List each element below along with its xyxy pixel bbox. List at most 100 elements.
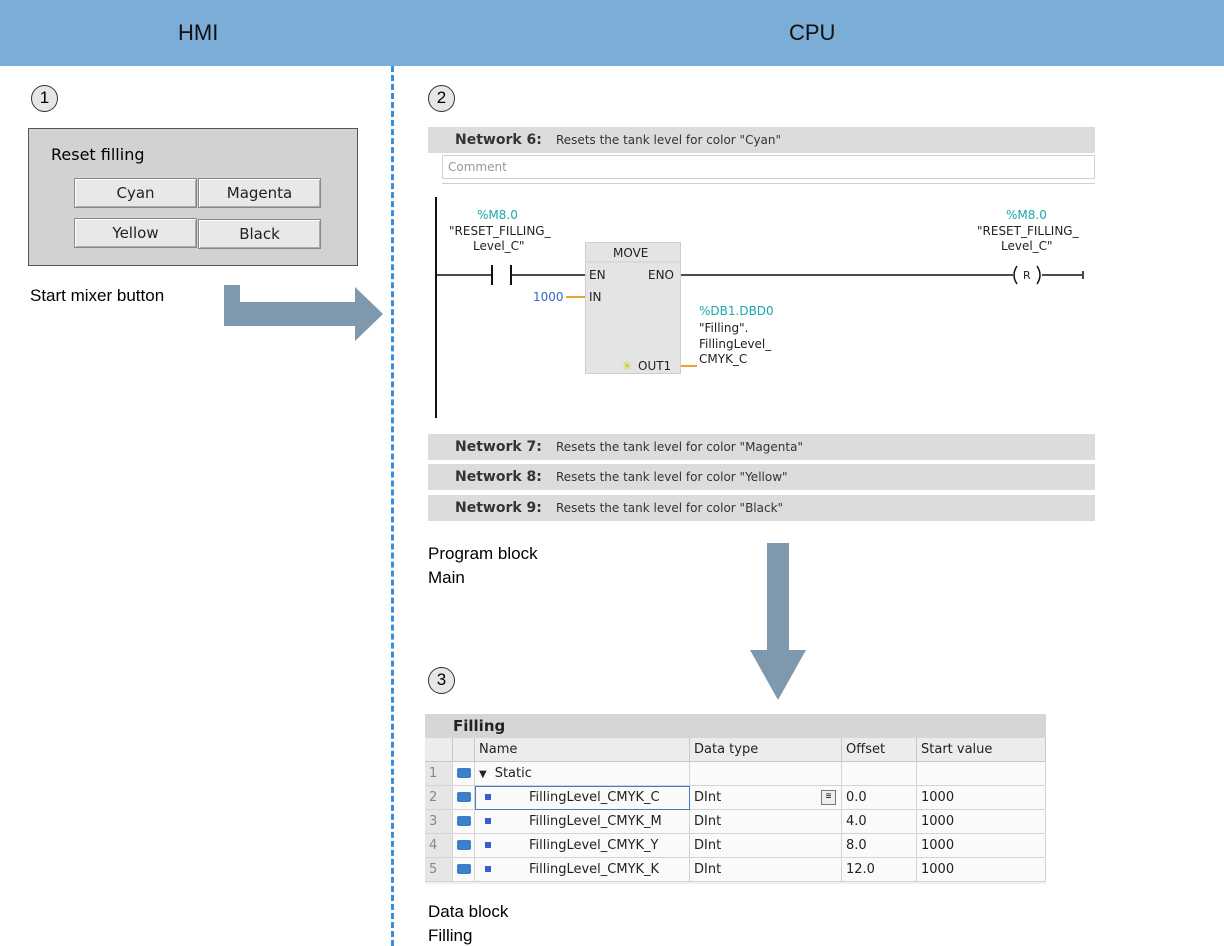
right-arrow-icon	[224, 285, 383, 341]
cyan-button[interactable]: Cyan	[74, 178, 197, 208]
out-operand-line2: FillingLevel_	[699, 337, 772, 351]
row-number-header	[425, 738, 453, 762]
section-divider	[391, 66, 394, 946]
column-header-start-value[interactable]: Start value	[917, 738, 1046, 762]
variable-name: FillingLevel_CMYK_M	[529, 814, 662, 829]
move-in-pin: IN	[589, 290, 602, 304]
start-value-cell[interactable]: 1000	[917, 858, 1046, 882]
type-picker-icon[interactable]: ≡	[821, 790, 836, 805]
coil-left-arc	[1013, 265, 1018, 285]
db-variable-icon	[457, 792, 471, 802]
offset-cell	[842, 762, 917, 786]
start-value-cell[interactable]: 1000	[917, 810, 1046, 834]
out-operand-line1: "Filling".	[699, 321, 749, 335]
row-number: 1	[425, 762, 453, 786]
move-eno-pin: ENO	[648, 268, 675, 282]
db-variable-icon	[457, 840, 471, 850]
step-2-marker: 2	[428, 85, 455, 112]
db-variable-icon	[457, 864, 471, 874]
hmi-panel: Reset filling Cyan Magenta Yellow Black	[28, 128, 358, 266]
variable-type-icon	[453, 810, 475, 834]
icon-column-header	[453, 738, 475, 762]
contact-name-line2: Level_C"	[473, 239, 525, 253]
offset-cell: 8.0	[842, 834, 917, 858]
program-block-caption-line2: Main	[428, 568, 465, 587]
data-type-cell[interactable]: DInt	[690, 858, 842, 882]
data-block-table: Filling Name Data type Offset Start valu…	[425, 714, 1046, 884]
data-block-title-bar: Filling	[425, 714, 1046, 738]
network-8-header[interactable]: Network 8: Resets the tank level for col…	[428, 464, 1095, 490]
member-square-icon	[485, 794, 491, 800]
network-7-header[interactable]: Network 7: Resets the tank level for col…	[428, 434, 1095, 460]
move-block[interactable]	[585, 242, 681, 374]
data-block-caption-line2: Filling	[428, 926, 473, 945]
row-number: 3	[425, 810, 453, 834]
variable-name-cell[interactable]: FillingLevel_CMYK_Y	[475, 834, 690, 858]
member-square-icon	[485, 866, 491, 872]
move-in-value: 1000	[533, 290, 564, 304]
network-comment-field[interactable]: Comment	[442, 155, 1095, 179]
variable-type-icon	[453, 786, 475, 810]
down-arrow-icon	[750, 543, 806, 700]
db-variable-icon	[457, 768, 471, 778]
network-6-number: Network 6:	[455, 132, 542, 148]
header-band: HMI CPU	[0, 0, 1224, 66]
coil-name-line2: Level_C"	[1001, 239, 1053, 253]
row-number: 5	[425, 858, 453, 882]
variable-name: FillingLevel_CMYK_C	[529, 790, 660, 805]
data-block-caption: Data block Filling	[428, 900, 508, 946]
yellow-button[interactable]: Yellow	[74, 218, 197, 248]
step-3-marker: 3	[428, 667, 455, 694]
network-9-number: Network 9:	[455, 500, 542, 516]
data-type-cell[interactable]: DInt	[690, 786, 842, 810]
contact-address: %M8.0	[477, 208, 518, 222]
program-block-caption-line1: Program block	[428, 544, 538, 563]
data-type-cell[interactable]: DInt	[690, 810, 842, 834]
collapse-triangle-icon[interactable]: ▼	[479, 769, 487, 780]
column-header-name[interactable]: Name	[475, 738, 690, 762]
member-square-icon	[485, 842, 491, 848]
out-operand-address: %DB1.DBD0	[699, 304, 774, 318]
contact-name-line1: "RESET_FILLING_	[449, 224, 551, 238]
variable-name: Static	[494, 766, 532, 781]
hmi-caption: Start mixer button	[30, 286, 165, 305]
offset-cell: 4.0	[842, 810, 917, 834]
variable-name-cell[interactable]: FillingLevel_CMYK_M	[475, 810, 690, 834]
coil-address: %M8.0	[1006, 208, 1047, 222]
data-type-cell[interactable]	[690, 762, 842, 786]
start-value-cell[interactable]: 1000	[917, 834, 1046, 858]
out-operand-line3: CMYK_C	[699, 352, 748, 366]
start-value-cell[interactable]: 1000	[917, 786, 1046, 810]
move-en-pin: EN	[589, 268, 606, 282]
network-8-description: Resets the tank level for color "Yellow"	[556, 470, 788, 484]
black-button[interactable]: Black	[198, 219, 321, 249]
column-header-offset[interactable]: Offset	[842, 738, 917, 762]
member-square-icon	[485, 818, 491, 824]
comment-underline	[442, 183, 1095, 184]
program-block-caption: Program block Main	[428, 542, 538, 590]
network-6-header[interactable]: Network 6: Resets the tank level for col…	[428, 127, 1095, 153]
variable-type-icon	[453, 762, 475, 786]
variable-type-icon	[453, 858, 475, 882]
network-9-description: Resets the tank level for color "Black"	[556, 501, 784, 515]
variable-name: FillingLevel_CMYK_Y	[529, 838, 659, 853]
variable-name-cell[interactable]: FillingLevel_CMYK_C	[475, 786, 690, 810]
hmi-panel-title: Reset filling	[51, 145, 145, 164]
data-block-title: Filling	[453, 717, 506, 735]
variable-type-icon	[453, 834, 475, 858]
offset-cell: 0.0	[842, 786, 917, 810]
new-output-star-icon: ✳	[622, 359, 633, 373]
db-variable-icon	[457, 816, 471, 826]
coil-reset-symbol: R	[1023, 269, 1031, 282]
network-8-number: Network 8:	[455, 469, 542, 485]
magenta-button[interactable]: Magenta	[198, 178, 321, 208]
network-9-header[interactable]: Network 9: Resets the tank level for col…	[428, 495, 1095, 521]
row-number: 4	[425, 834, 453, 858]
variable-name-cell[interactable]: ▼ Static	[475, 762, 690, 786]
step-1-marker: 1	[31, 85, 58, 112]
start-value-cell[interactable]	[917, 762, 1046, 786]
data-type-cell[interactable]: DInt	[690, 834, 842, 858]
column-header-data-type[interactable]: Data type	[690, 738, 842, 762]
variable-name: FillingLevel_CMYK_K	[529, 862, 660, 877]
variable-name-cell[interactable]: FillingLevel_CMYK_K	[475, 858, 690, 882]
